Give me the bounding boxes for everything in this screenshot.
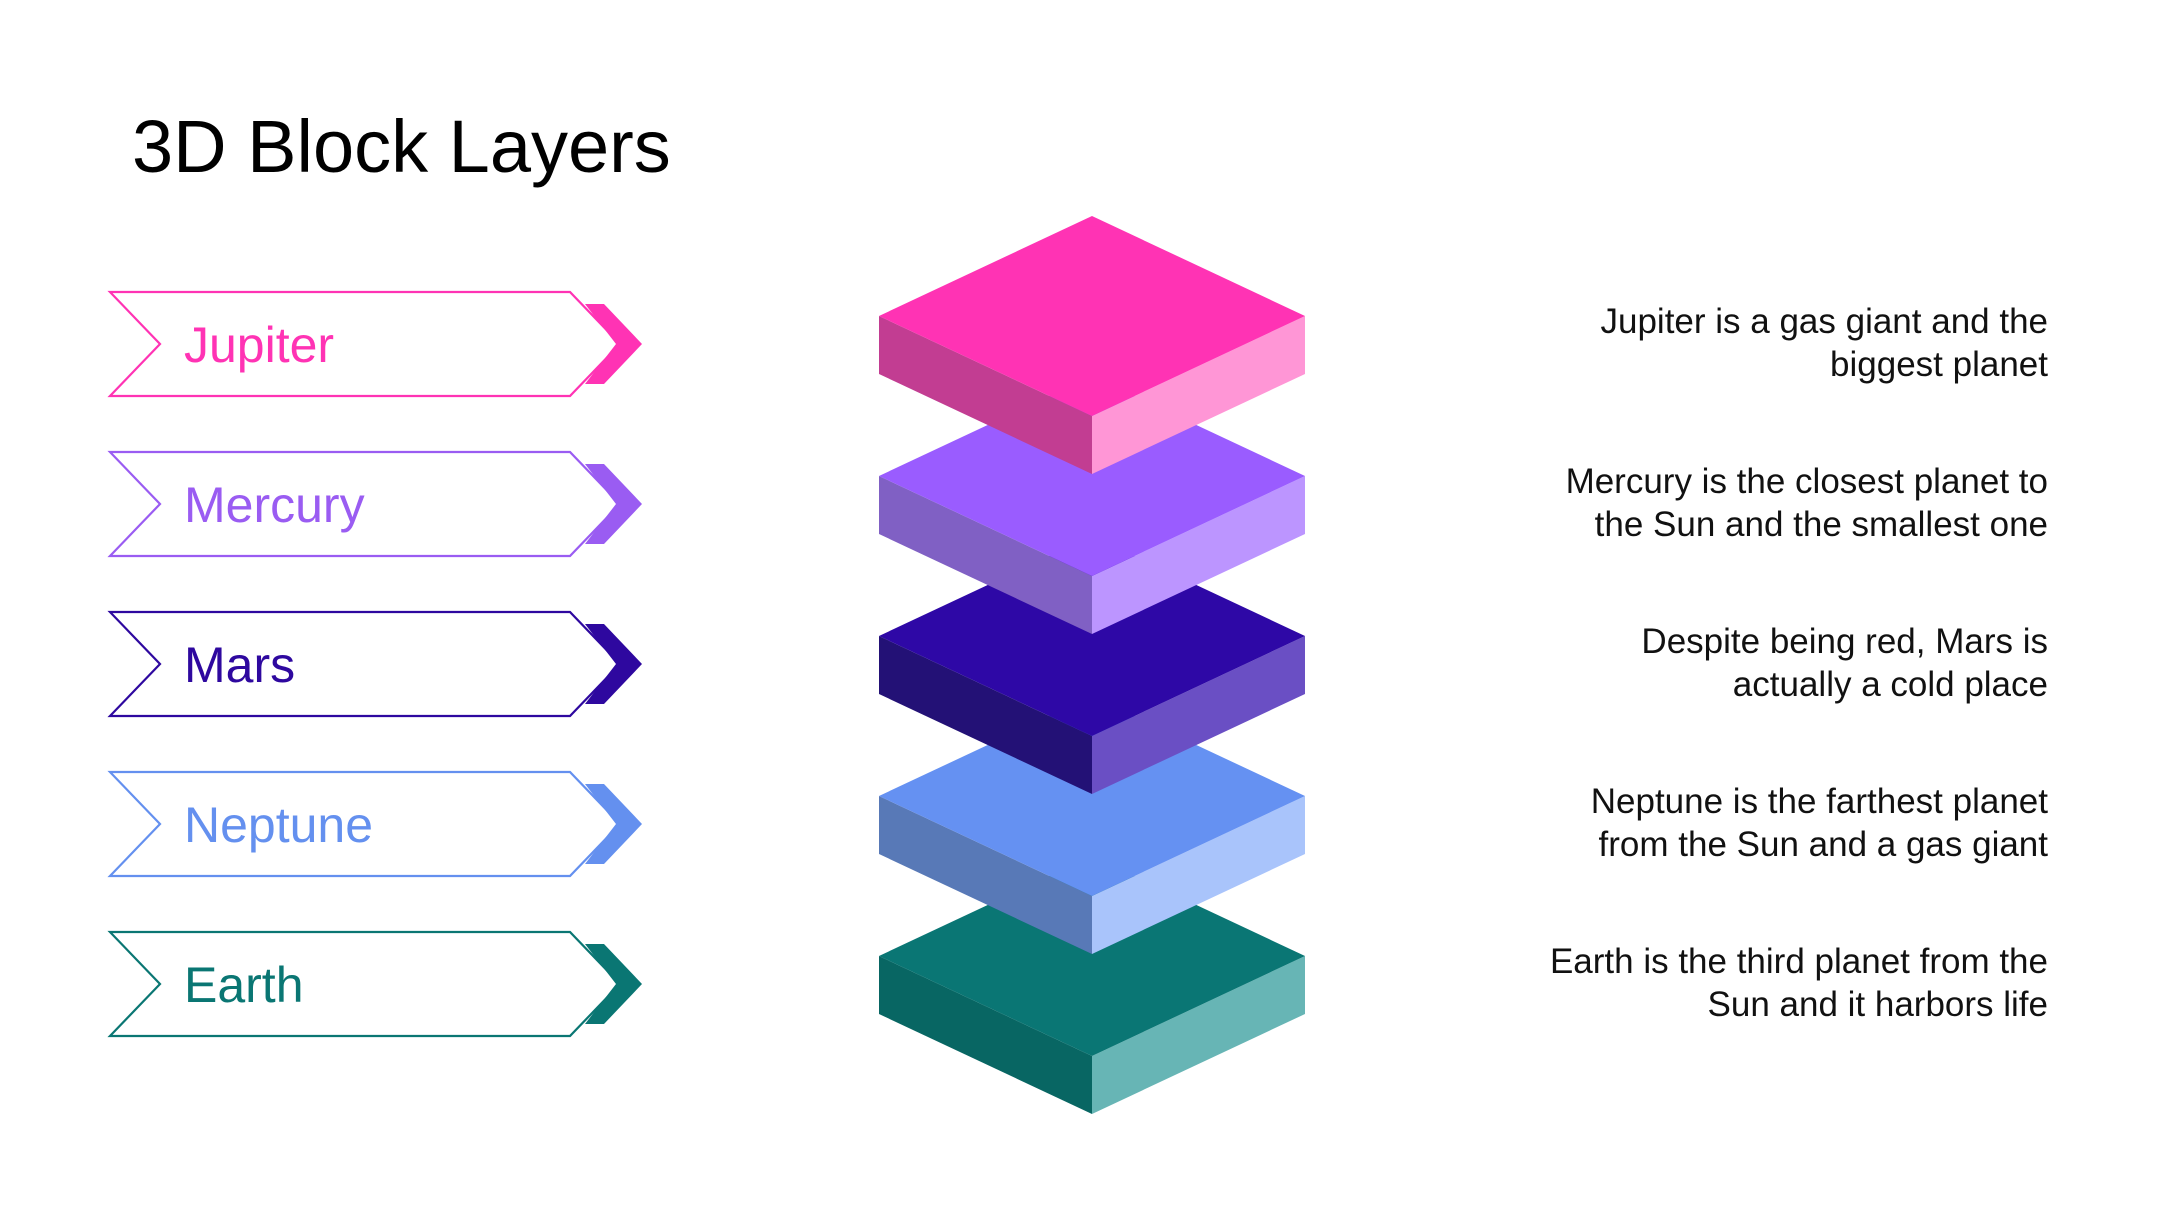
description-line: the Sun and the smallest one bbox=[1594, 505, 2048, 544]
block-right-face bbox=[1092, 796, 1305, 954]
description-mercury: Mercury is the closest planet to the Sun … bbox=[1408, 460, 2048, 546]
chevron-right-icon bbox=[585, 784, 642, 864]
block-jupiter bbox=[879, 216, 1305, 474]
tag-label: Neptune bbox=[184, 797, 373, 853]
block-earth bbox=[879, 856, 1305, 1114]
block-right-face bbox=[1092, 476, 1305, 634]
description-jupiter: Jupiter is a gas giant and the biggest pl… bbox=[1408, 300, 2048, 386]
description-line: Neptune is the farthest planet bbox=[1590, 782, 2048, 821]
description-line: Despite being red, Mars is bbox=[1641, 622, 2048, 661]
slide-title: 3D Block Layers bbox=[132, 105, 671, 188]
block-left-face bbox=[879, 796, 1092, 954]
tag-label: Earth bbox=[184, 957, 304, 1013]
block-left-face bbox=[879, 636, 1092, 794]
block-top-face bbox=[879, 216, 1305, 416]
description-mars: Despite being red, Mars is actually a col… bbox=[1408, 620, 2048, 706]
tag-label: Jupiter bbox=[184, 317, 334, 373]
description-line: biggest planet bbox=[1830, 345, 2048, 384]
block-mercury bbox=[879, 376, 1305, 634]
description-line: Mercury is the closest planet to bbox=[1565, 462, 2048, 501]
block-right-face bbox=[1092, 316, 1305, 474]
tag-mercury: Mercury bbox=[107, 450, 642, 558]
chevron-right-icon bbox=[585, 944, 642, 1024]
chevron-right-icon bbox=[585, 624, 642, 704]
block-top-face bbox=[879, 536, 1305, 736]
description-line: Earth is the third planet from the bbox=[1549, 942, 2048, 981]
tag-label: Mercury bbox=[184, 477, 365, 533]
block-top-face bbox=[879, 856, 1305, 1056]
block-neptune bbox=[879, 696, 1305, 954]
tag-outline bbox=[107, 290, 622, 398]
tag-mars: Mars bbox=[107, 610, 642, 718]
tag-neptune: Neptune bbox=[107, 770, 642, 878]
description-line: from the Sun and a gas giant bbox=[1598, 825, 2048, 864]
block-top-face bbox=[879, 376, 1305, 576]
tag-jupiter: Jupiter bbox=[107, 290, 642, 398]
block-stack bbox=[879, 216, 1305, 1114]
tag-label: Mars bbox=[184, 637, 295, 693]
block-right-face bbox=[1092, 636, 1305, 794]
block-mars bbox=[879, 536, 1305, 794]
chevron-right-icon bbox=[585, 304, 642, 384]
chevron-right-icon bbox=[585, 464, 642, 544]
block-left-face bbox=[879, 476, 1092, 634]
block-left-face bbox=[879, 316, 1092, 474]
description-line: actually a cold place bbox=[1732, 665, 2048, 704]
tag-earth: Earth bbox=[107, 930, 642, 1038]
description-line: Sun and it harbors life bbox=[1707, 985, 2048, 1024]
tag-outline bbox=[107, 450, 622, 558]
tag-outline bbox=[107, 610, 622, 718]
block-right-face bbox=[1092, 956, 1305, 1114]
tag-outline bbox=[107, 770, 622, 878]
block-left-face bbox=[879, 956, 1092, 1114]
description-neptune: Neptune is the farthest planet from the S… bbox=[1408, 780, 2048, 866]
tag-outline bbox=[107, 930, 622, 1038]
block-top-face bbox=[879, 696, 1305, 896]
description-line: Jupiter is a gas giant and the bbox=[1600, 302, 2048, 341]
